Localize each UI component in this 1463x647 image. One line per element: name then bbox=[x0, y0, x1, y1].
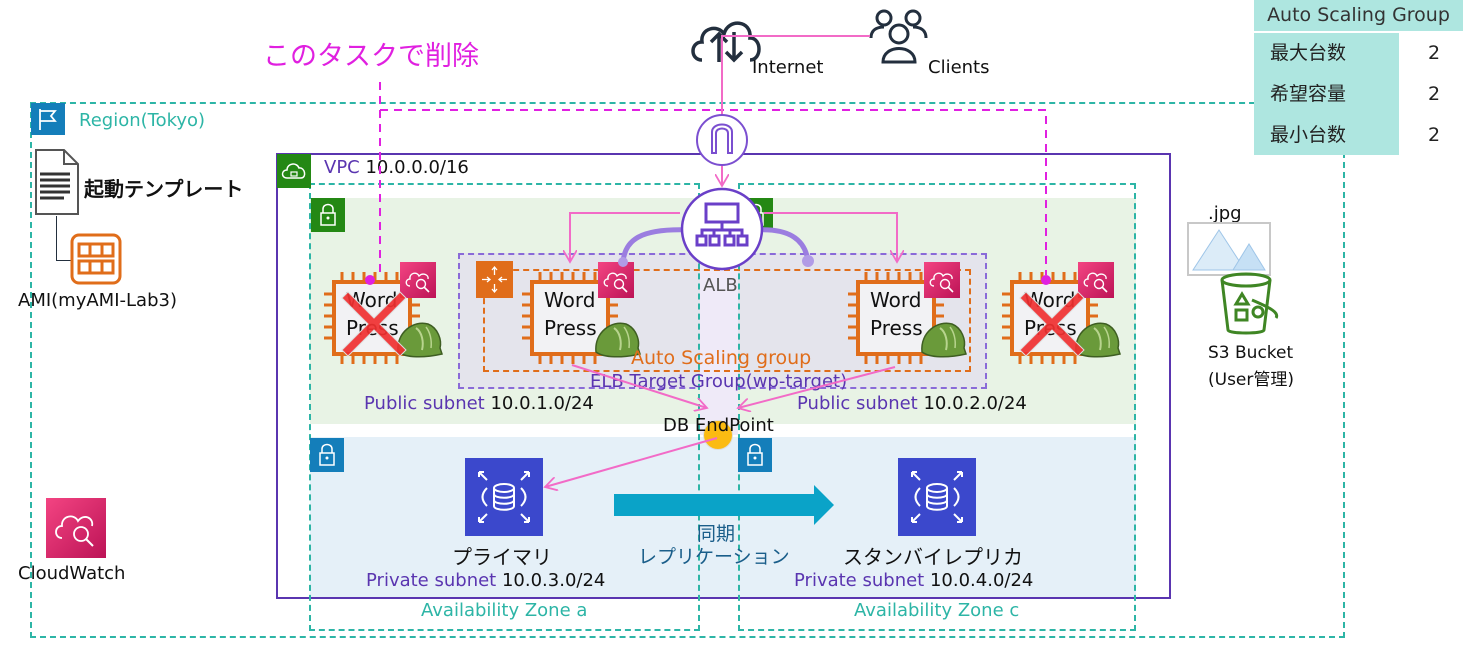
db-endpoint-dot bbox=[703, 420, 733, 450]
hardhat-icon bbox=[397, 322, 443, 358]
delete-point-right bbox=[1041, 275, 1051, 285]
availability-zone-c-label: Availability Zone c bbox=[854, 600, 1020, 621]
wp2-to-db-arrow bbox=[738, 366, 896, 408]
replication-label-line2: レプリケーション bbox=[638, 546, 790, 568]
asg-desired-value: 2 bbox=[1428, 83, 1441, 105]
asg-table-title: Auto Scaling Group bbox=[1254, 0, 1463, 31]
cloudwatch-icon bbox=[46, 498, 106, 558]
launch-template-label: 起動テンプレート bbox=[84, 177, 244, 201]
auto-scaling-group-label: Auto Scaling group bbox=[631, 347, 812, 369]
delete-annotation: このタスクで削除 bbox=[263, 41, 479, 72]
public-subnet-a-label: Public subnet 10.0.1.0/24 bbox=[364, 393, 594, 414]
public-subnet-a-name: Public subnet bbox=[364, 393, 485, 414]
wordpress-label-line2: Press bbox=[544, 316, 597, 340]
alb-to-wp1-arrow bbox=[570, 212, 680, 262]
private-subnet-bg bbox=[310, 437, 1136, 599]
replication-arrow bbox=[614, 485, 834, 525]
auto-scaling-group-box bbox=[483, 269, 971, 372]
s3-label-line2: (User管理) bbox=[1208, 370, 1295, 390]
region-label: Region(Tokyo) bbox=[79, 110, 206, 131]
db-to-primary-arrow bbox=[545, 437, 718, 487]
private-subnet-a-label: Private subnet 10.0.3.0/24 bbox=[366, 570, 605, 591]
jpg-file-label: .jpg bbox=[1208, 203, 1242, 224]
wordpress-label-line2: Press bbox=[870, 316, 923, 340]
ami-label: AMI(myAMI-Lab3) bbox=[18, 290, 177, 311]
private-subnet-c-cidr: 10.0.4.0/24 bbox=[929, 570, 1034, 591]
public-subnet-c-label: Public subnet 10.0.2.0/24 bbox=[797, 393, 1027, 414]
alb-target-curve-right bbox=[755, 227, 811, 262]
asg-min-label: 最小台数 bbox=[1270, 124, 1347, 146]
private-subnet-c-label: Private subnet 10.0.4.0/24 bbox=[794, 570, 1033, 591]
private-subnet-c-lock-icon bbox=[738, 438, 772, 472]
cloudwatch-agent-icon bbox=[598, 262, 634, 298]
launch-template-document-icon bbox=[34, 148, 80, 216]
delete-x-icon bbox=[1019, 291, 1085, 357]
rds-standby-icon bbox=[898, 458, 976, 536]
rds-primary-icon bbox=[465, 458, 543, 536]
wordpress-label-line1: Word bbox=[544, 288, 596, 312]
wordpress-instance-asg-2: Word Press bbox=[846, 262, 967, 368]
alb-to-wp2-arrow bbox=[764, 212, 897, 262]
asg-table-box bbox=[1254, 33, 1399, 155]
asg-max-label: 最大台数 bbox=[1270, 42, 1347, 64]
cloudwatch-label: CloudWatch bbox=[18, 563, 126, 584]
private-subnet-a-lock-icon bbox=[310, 438, 344, 472]
s3-bucket-icon bbox=[1216, 272, 1286, 336]
wordpress-instance-a-deleted: Word Press bbox=[322, 262, 443, 368]
availability-zone-a-label: Availability Zone a bbox=[421, 600, 588, 621]
region-flag-icon bbox=[31, 103, 65, 135]
replication-label-line1: 同期 bbox=[697, 523, 736, 545]
cloudwatch-agent-icon bbox=[924, 262, 960, 298]
delete-point-left bbox=[365, 275, 375, 285]
alb-target-curve-left bbox=[620, 227, 691, 263]
hardhat-icon bbox=[921, 322, 967, 358]
clients-label: Clients bbox=[928, 57, 990, 78]
vpc-cloud-icon bbox=[277, 154, 311, 188]
asg-desired-label: 希望容量 bbox=[1270, 83, 1347, 105]
wp1-to-db-arrow bbox=[571, 364, 707, 408]
region-box bbox=[30, 102, 1345, 638]
template-ami-connector bbox=[56, 216, 71, 261]
public-subnet-c-cidr: 10.0.2.0/24 bbox=[923, 393, 1027, 414]
alb-label: ALB bbox=[703, 275, 738, 296]
ami-icon bbox=[70, 233, 122, 285]
ec2-chip-icon bbox=[522, 272, 618, 364]
delete-x-icon bbox=[341, 291, 407, 357]
db-endpoint-label: DB EndPoint bbox=[663, 415, 774, 436]
private-subnet-c-name: Private subnet bbox=[794, 570, 925, 591]
hardhat-icon bbox=[595, 322, 641, 358]
delete-line-top bbox=[380, 109, 1047, 275]
internet-gateway-icon bbox=[696, 114, 748, 166]
rds-primary-label: プライマリ bbox=[452, 545, 552, 569]
wordpress-instance-c-deleted: Word Press bbox=[1000, 262, 1121, 368]
public-subnet-c-name: Public subnet bbox=[797, 393, 918, 414]
auto-scaling-icon bbox=[476, 261, 513, 298]
rds-standby-label: スタンバイレプリカ bbox=[843, 545, 1023, 569]
s3-label-line1: S3 Bucket bbox=[1208, 343, 1294, 363]
vpc-cidr: 10.0.0.0/16 bbox=[365, 157, 469, 178]
private-subnet-a-name: Private subnet bbox=[366, 570, 497, 591]
wordpress-label-line1: Word bbox=[870, 288, 922, 312]
hardhat-icon bbox=[1075, 322, 1121, 358]
public-subnet-a-lock-icon bbox=[311, 198, 345, 232]
wordpress-instance-asg-1: Word Press bbox=[520, 262, 641, 368]
clients-icon bbox=[868, 6, 930, 64]
asg-min-value: 2 bbox=[1428, 124, 1441, 146]
asg-max-value: 2 bbox=[1428, 42, 1441, 64]
target-group-label: ELB Target Group(wp-target) bbox=[590, 371, 848, 392]
internet-label: Internet bbox=[752, 57, 824, 78]
vpc-label: VPC 10.0.0.0/16 bbox=[324, 157, 469, 178]
cloudwatch-agent-icon bbox=[1078, 262, 1114, 298]
public-subnet-a-cidr: 10.0.1.0/24 bbox=[490, 393, 594, 414]
private-subnet-a-cidr: 10.0.3.0/24 bbox=[501, 570, 606, 591]
vpc-name: VPC bbox=[324, 157, 360, 178]
cloudwatch-agent-icon bbox=[400, 262, 436, 298]
